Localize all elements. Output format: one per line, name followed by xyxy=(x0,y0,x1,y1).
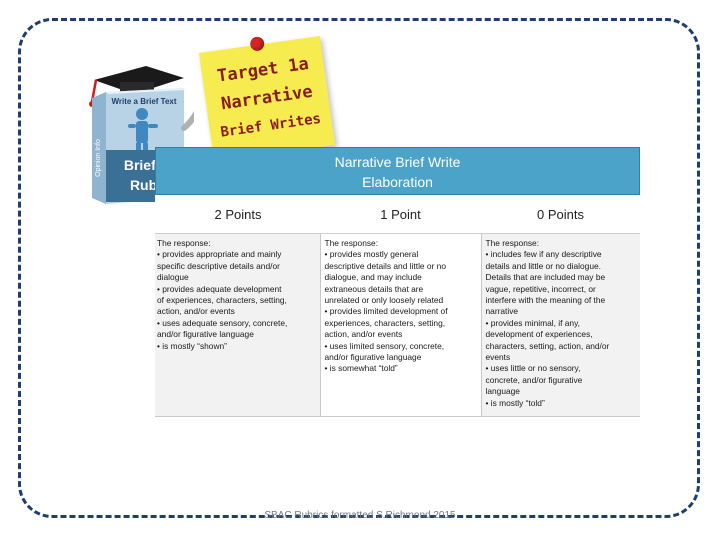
criteria-line: language xyxy=(485,386,520,397)
criteria-line: dialogue xyxy=(157,272,189,283)
criteria-line: characters, setting, action, and/or xyxy=(485,340,610,351)
criteria-line: concrete, and/or figurative xyxy=(485,374,583,385)
column-header-0-points: 0 Points xyxy=(481,195,640,234)
sticky-note-text: Target 1a Narrative Brief Writes xyxy=(201,48,334,148)
criteria-line: • uses little or no sensory, xyxy=(485,363,581,374)
criteria-line: • is mostly “told” xyxy=(485,397,545,408)
rubric-subtitle: Elaboration xyxy=(362,174,433,190)
criteria-line: narrative xyxy=(485,306,519,317)
slide-frame xyxy=(18,18,700,518)
book-cover-title: Write a Brief Text xyxy=(111,97,176,106)
footer-credit: SBAC Rubrics formatted S.Richmond 2015 xyxy=(264,510,456,521)
criteria-line: The response: xyxy=(157,238,211,248)
criteria-line: and/or figurative language xyxy=(324,352,422,363)
criteria-line: details and little or no dialogue. xyxy=(485,260,601,271)
criteria-line: interfere with the meaning of the xyxy=(485,295,606,306)
rubric-body-row: The response:• provides appropriate and … xyxy=(155,233,640,417)
rubric-header-row: 2 Points 1 Point 0 Points xyxy=(155,195,640,234)
criteria-line: • provides appropriate and mainly xyxy=(157,249,282,260)
criteria-line: • is mostly “shown” xyxy=(157,340,227,351)
criteria-line: • uses adequate sensory, concrete, xyxy=(157,317,288,328)
column-header-2-points: 2 Points xyxy=(155,195,320,234)
criteria-0-points: The response:• includes few if any descr… xyxy=(480,233,640,417)
criteria-line: events xyxy=(485,352,511,363)
criteria-line: of experiences, characters, setting, xyxy=(157,295,287,306)
criteria-line: • is somewhat “told” xyxy=(324,363,398,374)
criteria-line: The response: xyxy=(485,238,540,248)
criteria-line: unrelated or only loosely related xyxy=(324,295,444,306)
criteria-line: • includes few if any descriptive xyxy=(485,249,602,260)
book-spine-text: Opinion Info xyxy=(95,139,102,177)
criteria-line: • provides adequate development xyxy=(157,283,282,294)
rubric-table: 2 Points 1 Point 0 Points The response:•… xyxy=(155,195,640,417)
criteria-line: action, and/or events xyxy=(157,306,235,317)
criteria-line: • provides limited development of xyxy=(324,306,448,317)
criteria-line: Details that are included may be xyxy=(485,272,606,283)
criteria-2-points: The response:• provides appropriate and … xyxy=(155,233,320,417)
rubric-title-bar: Narrative Brief Write Elaboration xyxy=(155,147,640,195)
criteria-line: The response: xyxy=(324,238,379,248)
sticky-note: Target 1a Narrative Brief Writes xyxy=(198,35,336,162)
criteria-line: dialogue, and may include xyxy=(324,272,422,283)
criteria-line: • provides mostly general xyxy=(324,249,419,260)
criteria-line: development of experiences, xyxy=(485,329,593,340)
column-header-1-point: 1 Point xyxy=(320,195,481,234)
criteria-line: and/or figurative language xyxy=(157,329,254,340)
criteria-line: descriptive details and little or no xyxy=(324,260,447,271)
criteria-line: • provides minimal, if any, xyxy=(485,317,580,328)
rubric-title: Narrative Brief Write xyxy=(334,154,461,170)
criteria-line: vague, repetitive, incorrect, or xyxy=(485,283,596,294)
criteria-line: experiences, characters, setting, xyxy=(324,317,446,328)
criteria-line: specific descriptive details and/or xyxy=(157,260,280,271)
criteria-line: • uses limited sensory, concrete, xyxy=(324,340,445,351)
criteria-line: extraneous details that are xyxy=(324,283,424,294)
criteria-line: action, and/or events xyxy=(324,329,403,340)
